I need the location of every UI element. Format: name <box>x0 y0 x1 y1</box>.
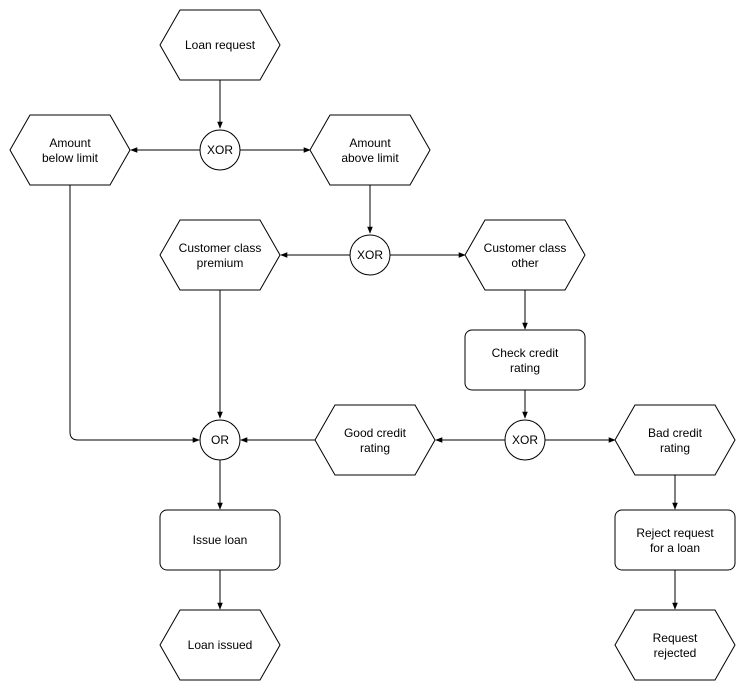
event-label: Loan issued <box>188 638 253 652</box>
event-amount-below-limit: Amount below limit <box>9 114 131 186</box>
event-label-line-1: Good credit <box>344 426 407 440</box>
event-customer-class-premium: Customer class premium <box>159 219 281 291</box>
operator-label: XOR <box>512 433 538 447</box>
event-label-line-1: Request <box>653 631 698 645</box>
event-label-line-1: Amount <box>349 136 391 150</box>
function-issue-loan: Issue loan <box>159 509 281 571</box>
event-label-line-2: premium <box>197 256 244 270</box>
event-label-line-1: Amount <box>49 136 91 150</box>
function-label: Issue loan <box>193 533 248 547</box>
operator-xor-customer-class: XOR <box>349 234 391 276</box>
function-label-line-1: Check credit <box>492 346 559 360</box>
event-label-line-2: rating <box>660 441 690 455</box>
function-check-credit-rating: Check credit rating <box>464 329 586 391</box>
event-label-line-1: Customer class <box>484 241 567 255</box>
event-loan-request: Loan request <box>159 9 281 81</box>
edges-layer <box>69 80 678 610</box>
operator-xor-amount: XOR <box>199 129 241 171</box>
operator-label: OR <box>211 433 229 447</box>
function-reject-request: Reject request for a loan <box>614 509 736 571</box>
event-request-rejected: Request rejected <box>614 609 736 681</box>
event-bad-credit-rating: Bad credit rating <box>614 404 736 476</box>
operator-label: XOR <box>207 143 233 157</box>
event-amount-above-limit: Amount above limit <box>309 114 431 186</box>
event-label-line-2: rating <box>360 441 390 455</box>
function-label-line-1: Reject request <box>636 526 714 540</box>
operator-xor-credit-rating: XOR <box>504 419 546 461</box>
function-label-line-2: for a loan <box>650 541 700 555</box>
event-label-line-2: rejected <box>654 646 697 660</box>
event-label-line-1: Customer class <box>179 241 262 255</box>
event-good-credit-rating: Good credit rating <box>314 404 436 476</box>
event-label-line-2: below limit <box>42 151 99 165</box>
operator-or-join: OR <box>199 419 241 461</box>
event-label-line-2: above limit <box>341 151 399 165</box>
event-label-line-1: Bad credit <box>648 426 703 440</box>
function-label-line-2: rating <box>510 361 540 375</box>
operator-label: XOR <box>357 248 383 262</box>
edge-amount-below-to-or <box>69 185 200 443</box>
event-customer-class-other: Customer class other <box>464 219 586 291</box>
event-loan-issued: Loan issued <box>159 609 281 681</box>
event-label-line-2: other <box>511 256 538 270</box>
event-label: Loan request <box>185 38 256 52</box>
